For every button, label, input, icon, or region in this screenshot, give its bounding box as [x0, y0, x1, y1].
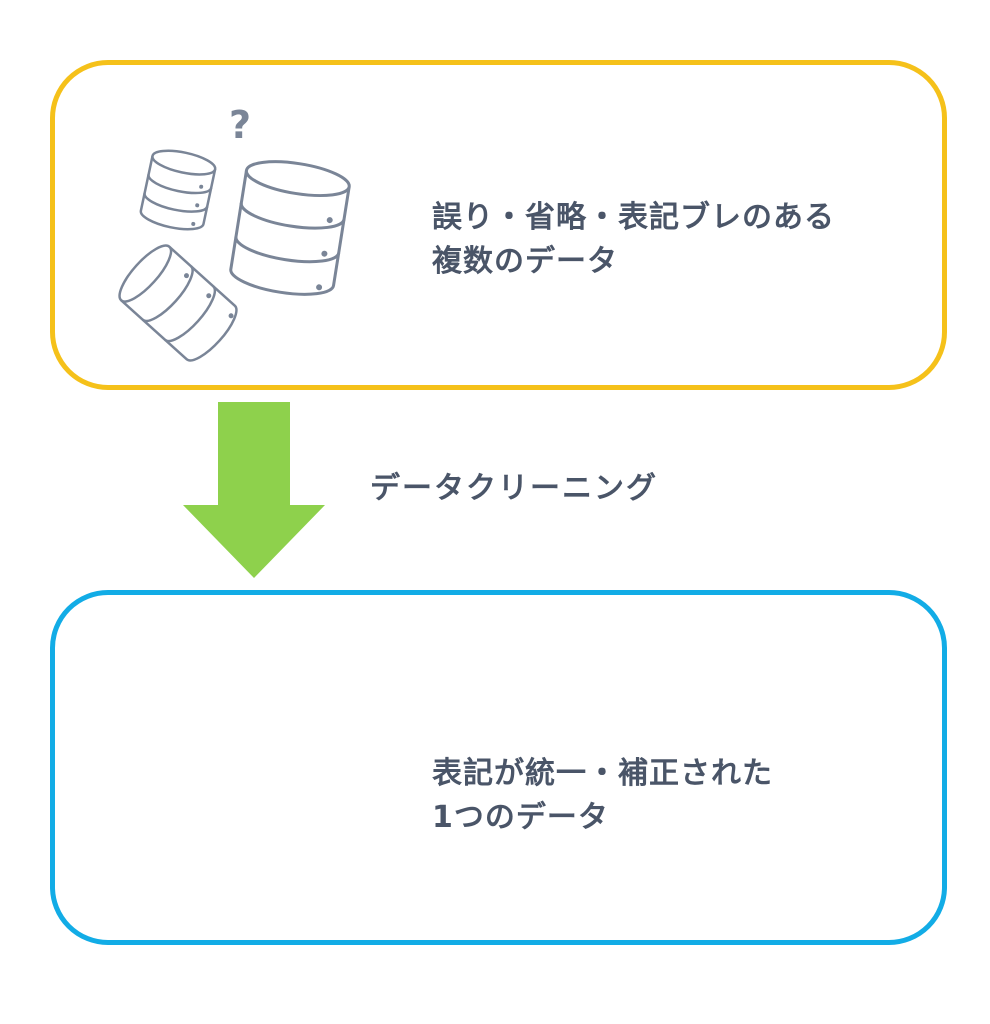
- down-arrow-icon: [183, 402, 325, 578]
- database-tilted-icon: [118, 244, 238, 362]
- after-caption: 表記が統一・補正された 1つのデータ: [432, 752, 773, 840]
- before-caption-line1: 誤り・省略・表記ブレのある: [432, 200, 835, 235]
- database-small-icon: [139, 149, 217, 231]
- process-label: データクリーニング: [370, 471, 658, 506]
- after-caption-line2: 1つのデータ: [432, 800, 609, 835]
- after-caption-line1: 表記が統一・補正された: [432, 756, 773, 791]
- after-panel: [50, 590, 947, 945]
- database-large-icon: [229, 160, 351, 296]
- before-caption: 誤り・省略・表記ブレのある 複数のデータ: [432, 196, 835, 284]
- before-caption-line2: 複数のデータ: [432, 244, 618, 279]
- question-mark-icon: ?: [229, 103, 251, 147]
